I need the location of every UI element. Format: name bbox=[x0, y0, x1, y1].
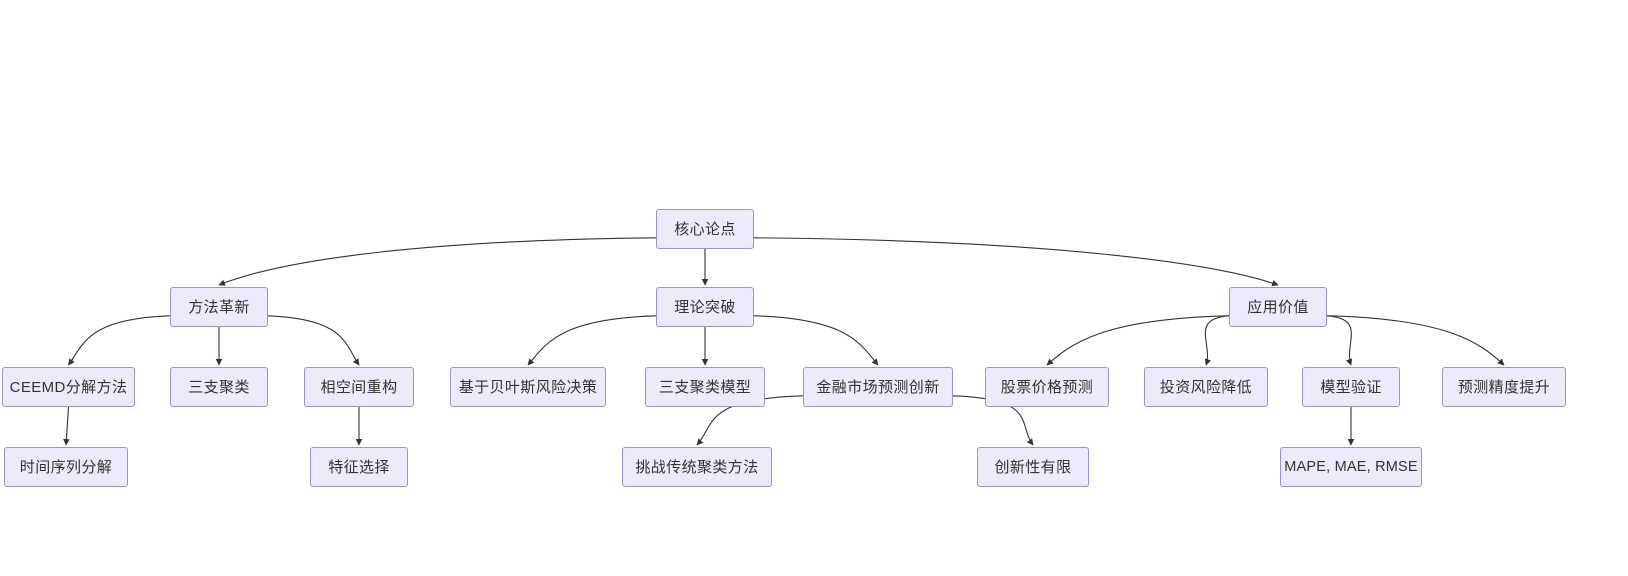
node-label: 理论突破 bbox=[674, 298, 736, 316]
node-label: 投资风险降低 bbox=[1159, 378, 1253, 396]
edge-n2-to-n9 bbox=[753, 315, 879, 366]
edge-n3-to-n12 bbox=[1326, 315, 1353, 366]
node-n4[interactable]: CEEMD分解方法 bbox=[2, 367, 135, 407]
node-label: 相空间重构 bbox=[320, 378, 398, 396]
node-n3[interactable]: 应用价值 bbox=[1229, 287, 1327, 327]
node-label: 模型验证 bbox=[1320, 378, 1382, 396]
edge-n1-to-n6 bbox=[267, 315, 360, 366]
node-n16[interactable]: 挑战传统聚类方法 bbox=[622, 447, 772, 487]
node-label: 核心论点 bbox=[674, 220, 736, 238]
node-label: 股票价格预测 bbox=[1000, 378, 1094, 396]
node-label: 三支聚类 bbox=[188, 378, 250, 396]
node-label: 应用价值 bbox=[1247, 298, 1309, 316]
node-label: CEEMD分解方法 bbox=[9, 378, 128, 396]
node-label: 特征选择 bbox=[328, 458, 390, 476]
node-n18[interactable]: MAPE, MAE, RMSE bbox=[1280, 447, 1422, 487]
node-n10[interactable]: 股票价格预测 bbox=[985, 367, 1109, 407]
node-n6[interactable]: 相空间重构 bbox=[304, 367, 414, 407]
node-n5[interactable]: 三支聚类 bbox=[170, 367, 268, 407]
node-label: 时间序列分解 bbox=[19, 458, 113, 476]
node-label: 基于贝叶斯风险决策 bbox=[458, 378, 598, 396]
edge-n9-to-n16 bbox=[696, 395, 804, 446]
node-n12[interactable]: 模型验证 bbox=[1302, 367, 1400, 407]
node-n14[interactable]: 时间序列分解 bbox=[4, 447, 128, 487]
node-n1[interactable]: 方法革新 bbox=[170, 287, 268, 327]
edge-n3-to-n11 bbox=[1204, 315, 1230, 366]
node-label: 创新性有限 bbox=[994, 458, 1072, 476]
edge-n4-to-n14 bbox=[63, 406, 70, 446]
node-n0[interactable]: 核心论点 bbox=[656, 209, 754, 249]
edge-n2-to-n7 bbox=[527, 315, 657, 366]
node-n15[interactable]: 特征选择 bbox=[310, 447, 408, 487]
node-n13[interactable]: 预测精度提升 bbox=[1442, 367, 1566, 407]
node-n9[interactable]: 金融市场预测创新 bbox=[803, 367, 953, 407]
node-label: 金融市场预测创新 bbox=[816, 378, 940, 396]
node-n7[interactable]: 基于贝叶斯风险决策 bbox=[450, 367, 606, 407]
node-n2[interactable]: 理论突破 bbox=[656, 287, 754, 327]
edge-n1-to-n4 bbox=[68, 315, 171, 366]
node-label: 三支聚类模型 bbox=[658, 378, 752, 396]
node-label: MAPE, MAE, RMSE bbox=[1284, 458, 1418, 475]
node-n17[interactable]: 创新性有限 bbox=[977, 447, 1089, 487]
node-n8[interactable]: 三支聚类模型 bbox=[645, 367, 765, 407]
node-n11[interactable]: 投资风险降低 bbox=[1144, 367, 1268, 407]
edge-n3-to-n13 bbox=[1326, 315, 1505, 366]
node-label: 预测精度提升 bbox=[1457, 378, 1551, 396]
edge-n0-to-n3 bbox=[753, 237, 1279, 287]
edge-n0-to-n1 bbox=[218, 237, 657, 286]
edge-n3-to-n10 bbox=[1046, 315, 1230, 366]
edge-n9-to-n17 bbox=[952, 395, 1034, 446]
node-label: 方法革新 bbox=[188, 298, 250, 316]
node-label: 挑战传统聚类方法 bbox=[635, 458, 759, 476]
